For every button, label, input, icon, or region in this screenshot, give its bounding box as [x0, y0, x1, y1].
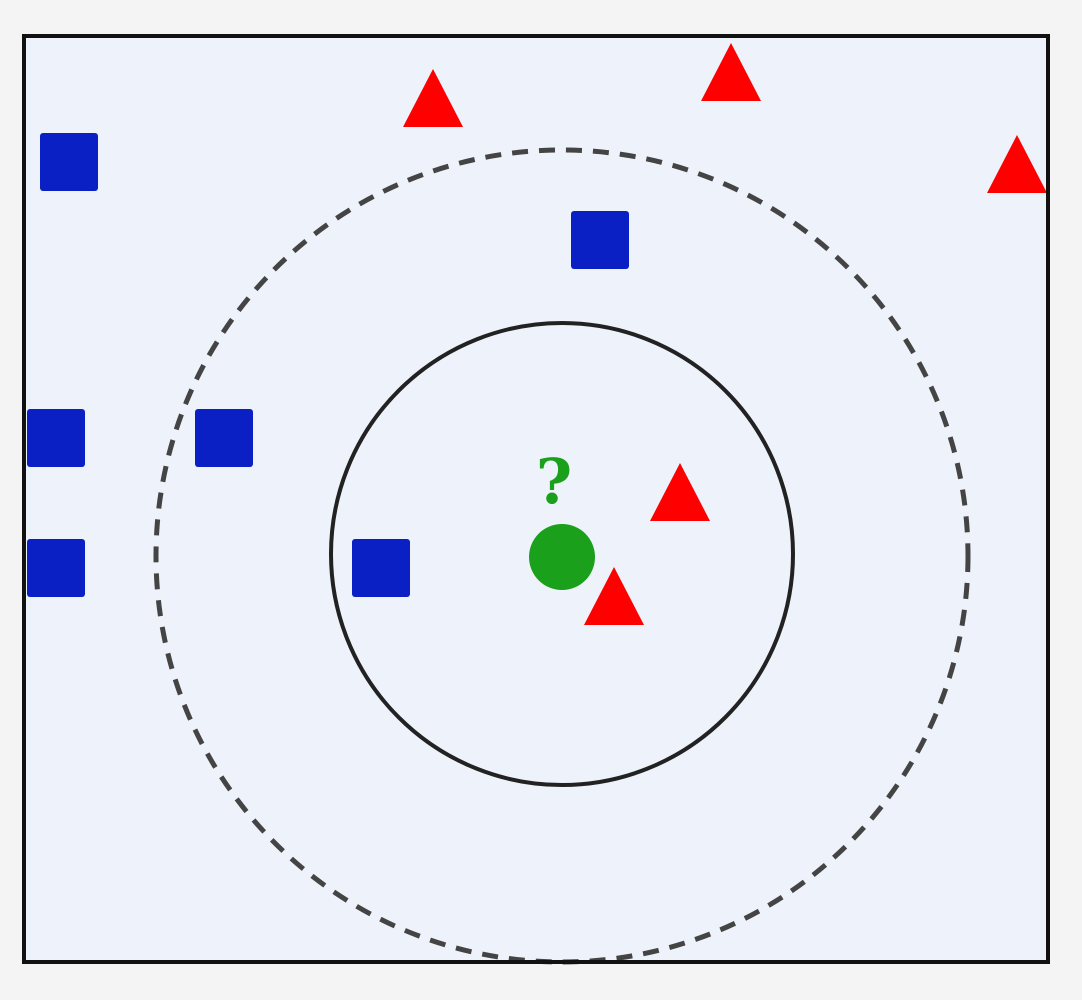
- inner-neighborhood-circle: [329, 321, 795, 787]
- query-point: [529, 524, 595, 590]
- triangle-point: [584, 567, 644, 625]
- plot-background: [24, 36, 1048, 962]
- triangle-point: [403, 69, 463, 127]
- query-point-label: ?: [536, 445, 572, 518]
- plot-frame: [22, 34, 1050, 964]
- outer-neighborhood-circle: [153, 147, 971, 965]
- square-point: [352, 539, 410, 597]
- square-point: [571, 211, 629, 269]
- square-point: [195, 409, 253, 467]
- triangle-point: [701, 43, 761, 101]
- square-point: [27, 409, 85, 467]
- data-points: [27, 43, 1047, 625]
- triangle-point: [650, 463, 710, 521]
- square-point: [27, 539, 85, 597]
- square-point: [40, 133, 98, 191]
- triangle-point: [987, 135, 1047, 193]
